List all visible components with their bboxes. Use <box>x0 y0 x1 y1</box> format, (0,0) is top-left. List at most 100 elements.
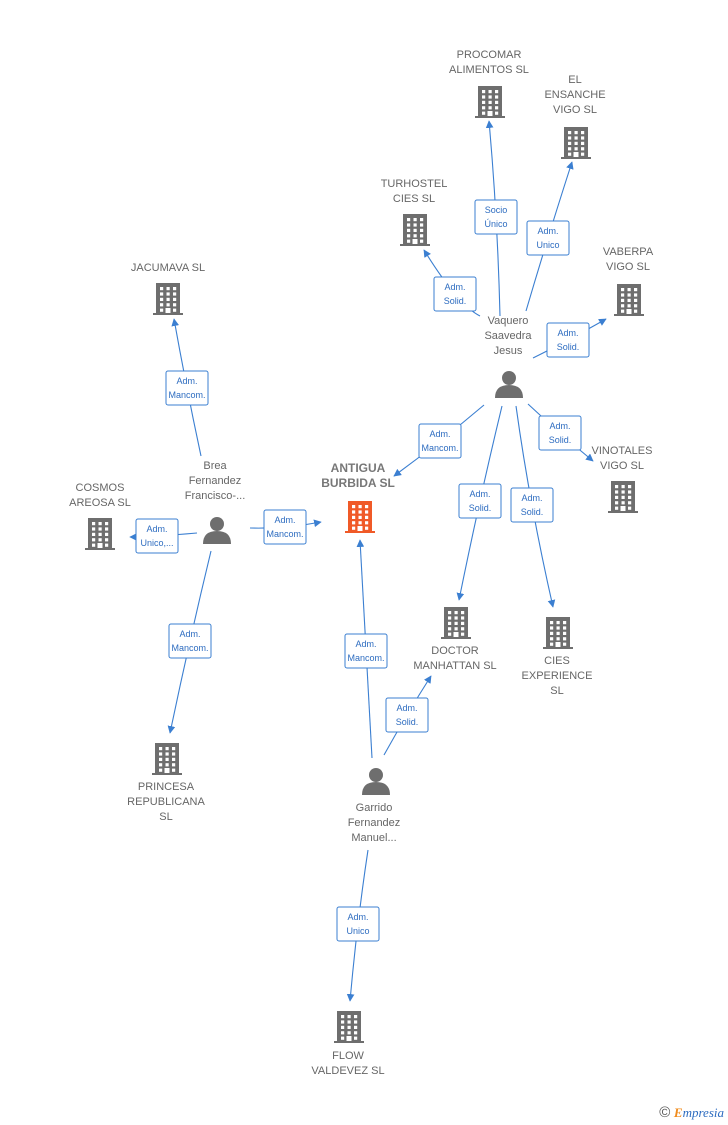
edge-label-brea-jacumava[interactable]: Adm.Mancom. <box>165 370 209 406</box>
edge-label-text: Adm. <box>537 226 558 236</box>
building-icon <box>85 518 115 550</box>
node-label: VINOTALES <box>592 445 653 457</box>
node-label: JACUMAVA SL <box>131 262 205 274</box>
edge-label-text: Adm. <box>176 376 197 386</box>
edge-label-box <box>344 633 388 669</box>
building-icon <box>334 1011 364 1043</box>
edge-label-text: Adm. <box>429 429 450 439</box>
node-label: ALIMENTOS SL <box>449 64 529 76</box>
edge-label-box <box>336 906 380 942</box>
edge-label-box <box>135 518 179 554</box>
node-turhostel[interactable]: TURHOSTEL CIES SL <box>381 178 448 246</box>
node-label: Manuel... <box>351 832 396 844</box>
brand-logo[interactable]: Empresia <box>673 1105 724 1120</box>
copyright-footer: © Empresia <box>659 1104 724 1121</box>
building-icon <box>153 283 183 315</box>
node-label: VALDEVEZ SL <box>311 1065 384 1077</box>
edge-label-vaquero-turhostel[interactable]: Adm. Solid. <box>433 276 477 312</box>
building-icon <box>152 743 182 775</box>
node-label: MANHATTAN SL <box>413 660 496 672</box>
node-label: DOCTOR <box>431 645 479 657</box>
edge-label-box <box>168 623 212 659</box>
edge-label-vaquero-vinotales[interactable]: Adm.Solid. <box>538 415 582 451</box>
edge-label-text: Solid. <box>557 342 580 352</box>
edge-label-vaquero-vaberpa[interactable]: Adm. Solid. <box>546 322 590 358</box>
edge-label-box <box>263 509 307 545</box>
building-icon <box>614 284 644 316</box>
node-label: REPUBLICANA <box>127 796 205 808</box>
edge-label-text: Mancom. <box>347 653 384 663</box>
node-label: COSMOS <box>76 482 125 494</box>
node-brea[interactable]: BreaFernandezFrancisco-... <box>185 460 246 544</box>
node-label: AREOSA SL <box>69 497 131 509</box>
node-label: Vaquero <box>488 315 529 327</box>
node-label: Fernandez <box>189 475 242 487</box>
node-label: SL <box>550 685 563 697</box>
edge-label-text: Adm. <box>274 515 295 525</box>
node-label: TURHOSTEL <box>381 178 448 190</box>
building-icon <box>543 617 573 649</box>
edge-label-box <box>510 487 554 523</box>
edge-label-box <box>418 423 462 459</box>
edge-label-vaquero-doctor[interactable]: Adm.Solid. <box>458 483 502 519</box>
node-princesa[interactable]: PRINCESA REPUBLICANA SL <box>127 743 205 823</box>
building-icon <box>441 607 471 639</box>
edge-label-brea-antigua[interactable]: Adm. Mancom. <box>263 509 307 545</box>
edge-label-box <box>538 415 582 451</box>
node-label: FLOW <box>332 1050 364 1062</box>
node-procomar[interactable]: PROCOMAR ALIMENTOS SL <box>449 49 529 118</box>
edge-label-box <box>165 370 209 406</box>
node-jacumava[interactable]: JACUMAVA SL <box>131 262 205 315</box>
node-label: ANTIGUA <box>331 461 386 475</box>
node-cosmos[interactable]: COSMOS AREOSA SL <box>69 482 131 550</box>
edge-label-text: Adm. <box>444 282 465 292</box>
building-icon <box>345 501 375 533</box>
edge-label-text: Adm. <box>355 639 376 649</box>
edge-label-box <box>433 276 477 312</box>
edge-label-vaquero-antigua[interactable]: Adm. Mancom. <box>418 423 462 459</box>
edge-label-vaquero-cies[interactable]: Adm.Solid. <box>510 487 554 523</box>
edge-label-box <box>526 220 570 256</box>
node-label: Francisco-... <box>185 490 246 502</box>
edge-label-text: Único <box>484 219 507 229</box>
edge-label-text: Adm. <box>521 493 542 503</box>
edge-label-garrido-doctor[interactable]: Adm.Solid. <box>385 697 429 733</box>
node-label: PRINCESA <box>138 781 195 793</box>
node-garrido[interactable]: GarridoFernandezManuel... <box>348 768 401 844</box>
node-label: BURBIDA SL <box>321 476 395 490</box>
edge-label-text: Mancom. <box>266 529 303 539</box>
edge-label-text: Solid. <box>444 296 467 306</box>
node-label: Jesus <box>494 345 523 357</box>
node-label: SL <box>159 811 172 823</box>
edge-label-text: Adm. <box>146 524 167 534</box>
node-doctor[interactable]: DOCTOR MANHATTAN SL <box>413 607 497 672</box>
edge-label-brea-princesa[interactable]: Adm.Mancom. <box>168 623 212 659</box>
building-icon <box>608 481 638 513</box>
edge-label-text: Adm. <box>347 912 368 922</box>
edge-label-garrido-antigua[interactable]: Adm. Mancom. <box>344 633 388 669</box>
node-label: CIES SL <box>393 193 435 205</box>
edge-label-text: Adm. <box>557 328 578 338</box>
node-flow[interactable]: FLOW VALDEVEZ SL <box>311 1011 385 1077</box>
edge-label-text: Solid. <box>549 435 572 445</box>
node-label: EL <box>568 74 581 86</box>
node-label: PROCOMAR <box>457 49 522 61</box>
person-icon <box>362 768 390 795</box>
edge-label-text: Unico <box>346 926 369 936</box>
edge-label-vaquero-ensanche[interactable]: Adm.Unico <box>526 220 570 256</box>
edge-label-garrido-flow[interactable]: Adm. Unico <box>336 906 380 942</box>
edge-label-brea-cosmos[interactable]: Adm. Unico,... <box>135 518 179 554</box>
edge-label-text: Socio <box>485 205 508 215</box>
edge-label-box <box>546 322 590 358</box>
node-label: CIES <box>544 655 570 667</box>
edge-label-text: Unico,... <box>140 538 173 548</box>
edge-label-text: Mancom. <box>421 443 458 453</box>
